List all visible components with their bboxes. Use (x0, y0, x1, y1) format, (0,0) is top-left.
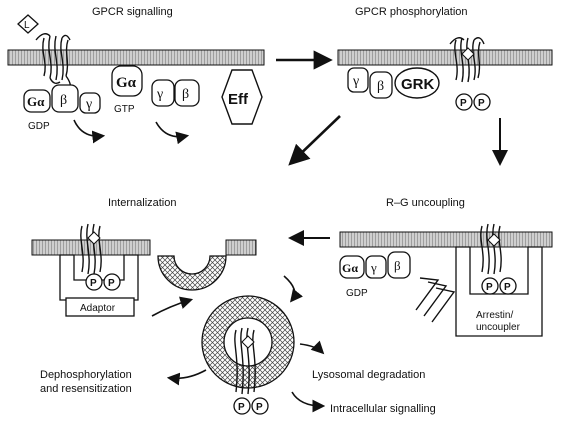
svg-text:β: β (182, 87, 189, 102)
internalization-title: Internalization (108, 197, 177, 209)
svg-text:Gα: Gα (116, 75, 137, 91)
arrow-adaptor-to-pit (151, 296, 194, 317)
svg-text:P: P (256, 402, 263, 413)
svg-text:P: P (486, 282, 493, 293)
membrane-phosphorylation (337, 49, 553, 66)
bound-ligand-icon-2 (487, 233, 501, 247)
arrestin-uncoupler: Arrestin/ uncoupler (455, 246, 543, 337)
dephosphorylation-label-1: Dephosphorylation (40, 369, 132, 381)
detached-helices (415, 277, 456, 323)
phospho-group-uncoupling: P P (481, 277, 517, 295)
phosphorylation-title: GPCR phosphorylation (355, 6, 468, 18)
ligand-label: L (24, 20, 30, 31)
arrow-lysosomal (299, 340, 325, 355)
membrane-internalization-right (225, 239, 257, 256)
beta-label: β (60, 93, 67, 108)
arrestin-label-1: Arrestin/ (476, 310, 513, 321)
ligand-icon: L (17, 14, 39, 34)
phospho-group-vesicle: P P (233, 397, 269, 415)
svg-text:P: P (460, 98, 467, 109)
membrane-signalling (7, 49, 265, 66)
arrestin-label-2: uncoupler (476, 322, 521, 333)
dephosphorylation-label-2: and resensitization (40, 383, 132, 395)
g-protein-uncoupled: Gα γ β (339, 251, 411, 279)
svg-text:P: P (238, 402, 245, 413)
receptor-signalling (35, 33, 72, 91)
arrow-dephosphorylation (166, 369, 207, 386)
arrow-pit-to-vesicle (283, 275, 303, 303)
gtp-label: GTP (114, 104, 135, 115)
receptor-uncoupling (480, 223, 502, 275)
coated-pit (157, 255, 227, 291)
svg-text:P: P (504, 282, 511, 293)
gamma-label: γ (85, 97, 92, 112)
gdp-label-2: GDP (346, 288, 368, 299)
receptor-internalization (80, 223, 102, 275)
svg-text:β: β (394, 258, 401, 273)
effector-icon: Eff (221, 69, 263, 125)
svg-text:Gα: Gα (342, 261, 358, 275)
effector-label: Eff (228, 91, 249, 108)
membrane-internalization-left (31, 239, 151, 256)
g-alpha-gtp: Gα (111, 65, 143, 97)
beta-gamma-grk: γ β GRK (347, 67, 440, 99)
g-alpha-label: Gα (27, 94, 45, 109)
gdp-label-1: GDP (28, 121, 50, 132)
svg-text:γ: γ (370, 260, 377, 275)
svg-text:P: P (90, 278, 97, 289)
membrane-uncoupling (339, 231, 553, 248)
bg-arrow (155, 121, 190, 145)
beta-gamma-dimer: γ β (151, 79, 200, 107)
svg-text:β: β (377, 79, 384, 94)
intracellular-label: Intracellular signalling (330, 403, 436, 415)
bound-ligand-icon-4 (241, 335, 255, 349)
svg-text:P: P (478, 98, 485, 109)
phospho-group-phosphorylation: P P (455, 93, 491, 111)
adaptor-label: Adaptor (80, 303, 116, 314)
uncoupling-title: R–G uncoupling (386, 197, 465, 209)
release-arrow (73, 119, 106, 144)
bound-ligand-icon (461, 47, 475, 61)
svg-text:γ: γ (156, 87, 163, 102)
lysosomal-label: Lysosomal degradation (312, 369, 425, 381)
bound-ligand-icon-3 (87, 231, 101, 245)
g-protein-heterotrimer: Gα β γ (23, 84, 101, 114)
arrow-intracellular (291, 391, 326, 413)
svg-text:P: P (108, 278, 115, 289)
svg-text:γ: γ (352, 74, 359, 89)
arrow-to-internalization (288, 115, 341, 166)
receptor-vesicle (234, 327, 256, 395)
signalling-title: GPCR signalling (92, 6, 173, 18)
phospho-group-internalization: P P (85, 273, 121, 291)
adaptor-complex: Adaptor (59, 254, 139, 317)
grk-label: GRK (401, 76, 435, 93)
